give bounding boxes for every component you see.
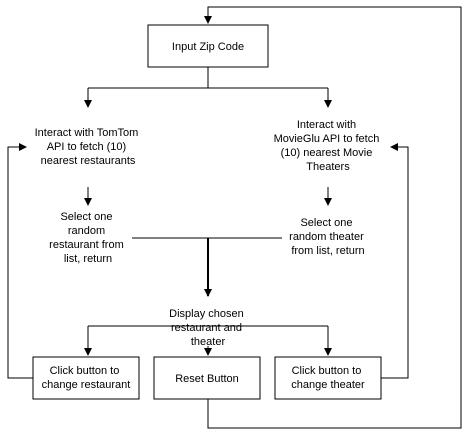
- input-zip-label: Input Zip Code: [172, 41, 244, 53]
- reset-button-box: [153, 356, 261, 400]
- tomtom-label: Interact with TomTom API to fetch (10) n…: [35, 127, 142, 167]
- select-theater-label: Select one random theater from list, ret…: [289, 217, 367, 257]
- input-zip-box: [147, 24, 269, 68]
- edge-loop-theater: [381, 143, 409, 379]
- edge-loop-reset: [204, 6, 462, 429]
- select-restaurant-label: Select one random restaurant from list, …: [49, 211, 127, 265]
- edge-input-to-branches: [88, 67, 328, 89]
- change-theater-box: [274, 356, 382, 400]
- display-label: Display chosen restaurant and theater: [169, 308, 247, 348]
- reset-button-label: Reset Button: [175, 373, 239, 385]
- change-restaurant-box: [32, 356, 140, 400]
- movieglu-label: Interact with MovieGlu API to fetch (10)…: [274, 119, 383, 173]
- change-theater-label: Click button to change theater: [291, 365, 365, 391]
- change-restaurant-label: Click button to change restaurant: [42, 365, 131, 391]
- edge-loop-restaurant: [7, 143, 33, 379]
